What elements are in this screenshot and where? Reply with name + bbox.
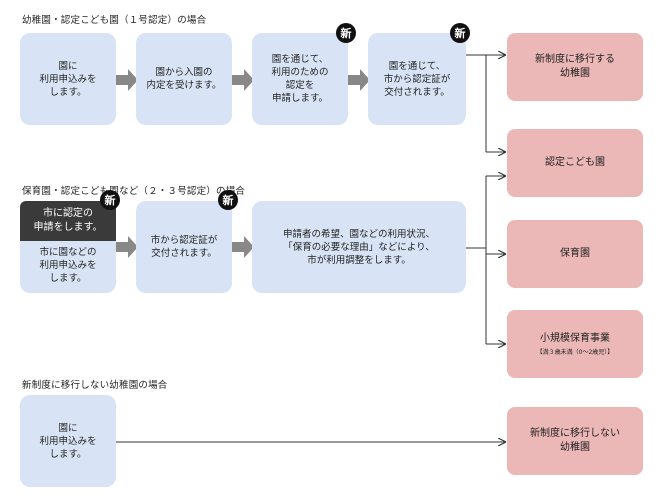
flow3-step-apply: 園に 利用申込みを します。 <box>20 395 116 487</box>
section-heading-nursery: 保育園・認定こども園など（２・３号認定）の場合 <box>22 186 246 197</box>
flow1-step-certificate-issued: 園を通じて、 市から認定証が 交付されます。 <box>368 33 466 125</box>
flow2-step-certificate-issued: 市から認定証が 交付されます。 <box>136 201 232 293</box>
gray-arrow <box>348 69 370 91</box>
section-heading-kindergarten: 幼稚園・認定こども園（１号認定）の場合 <box>22 15 207 26</box>
new-badge: 新 <box>336 23 356 43</box>
flow2-highlight-apply-certification: 市に認定の 申請をします。 <box>20 201 116 241</box>
dest-small-nursery: 小規模保育事業 【満３歳未満（0～2歳児）】 <box>507 310 643 378</box>
dest-nursery: 保育園 <box>507 220 643 288</box>
dest-small-nursery-label: 小規模保育事業 <box>540 332 610 344</box>
dest-new-system-kindergarten: 新制度に移行する 幼稚園 <box>507 33 643 101</box>
dest-small-nursery-note: 【満３歳未満（0～2歳児）】 <box>536 348 614 356</box>
gray-arrow <box>116 69 138 91</box>
section-heading-non-transition: 新制度に移行しない幼稚園の場合 <box>22 380 168 391</box>
flow1-step-informal-offer: 園から入園の 内定を受けます。 <box>136 33 232 125</box>
gray-arrow <box>232 69 254 91</box>
flow2-step-apply-facility-text: 市に園などの 利用申込みを します。 <box>39 247 97 284</box>
flow1-step-apply: 園に 利用申込みを します。 <box>20 33 116 125</box>
dest-non-transition-kindergarten: 新制度に移行しない 幼稚園 <box>507 407 643 475</box>
gray-arrow <box>116 236 138 258</box>
flow2-step-coordination: 申請者の希望、園などの利用状況、 「保育の必要な理由」などにより、 市が利用調整… <box>252 201 466 293</box>
new-badge: 新 <box>100 190 120 210</box>
dest-certified-kodomoen: 認定こども園 <box>507 129 643 197</box>
gray-arrow <box>232 236 254 258</box>
new-badge: 新 <box>218 190 238 210</box>
flow1-step-apply-certification: 園を通じて、 利用のための 認定を 申請します。 <box>252 33 348 125</box>
new-badge: 新 <box>450 23 470 43</box>
